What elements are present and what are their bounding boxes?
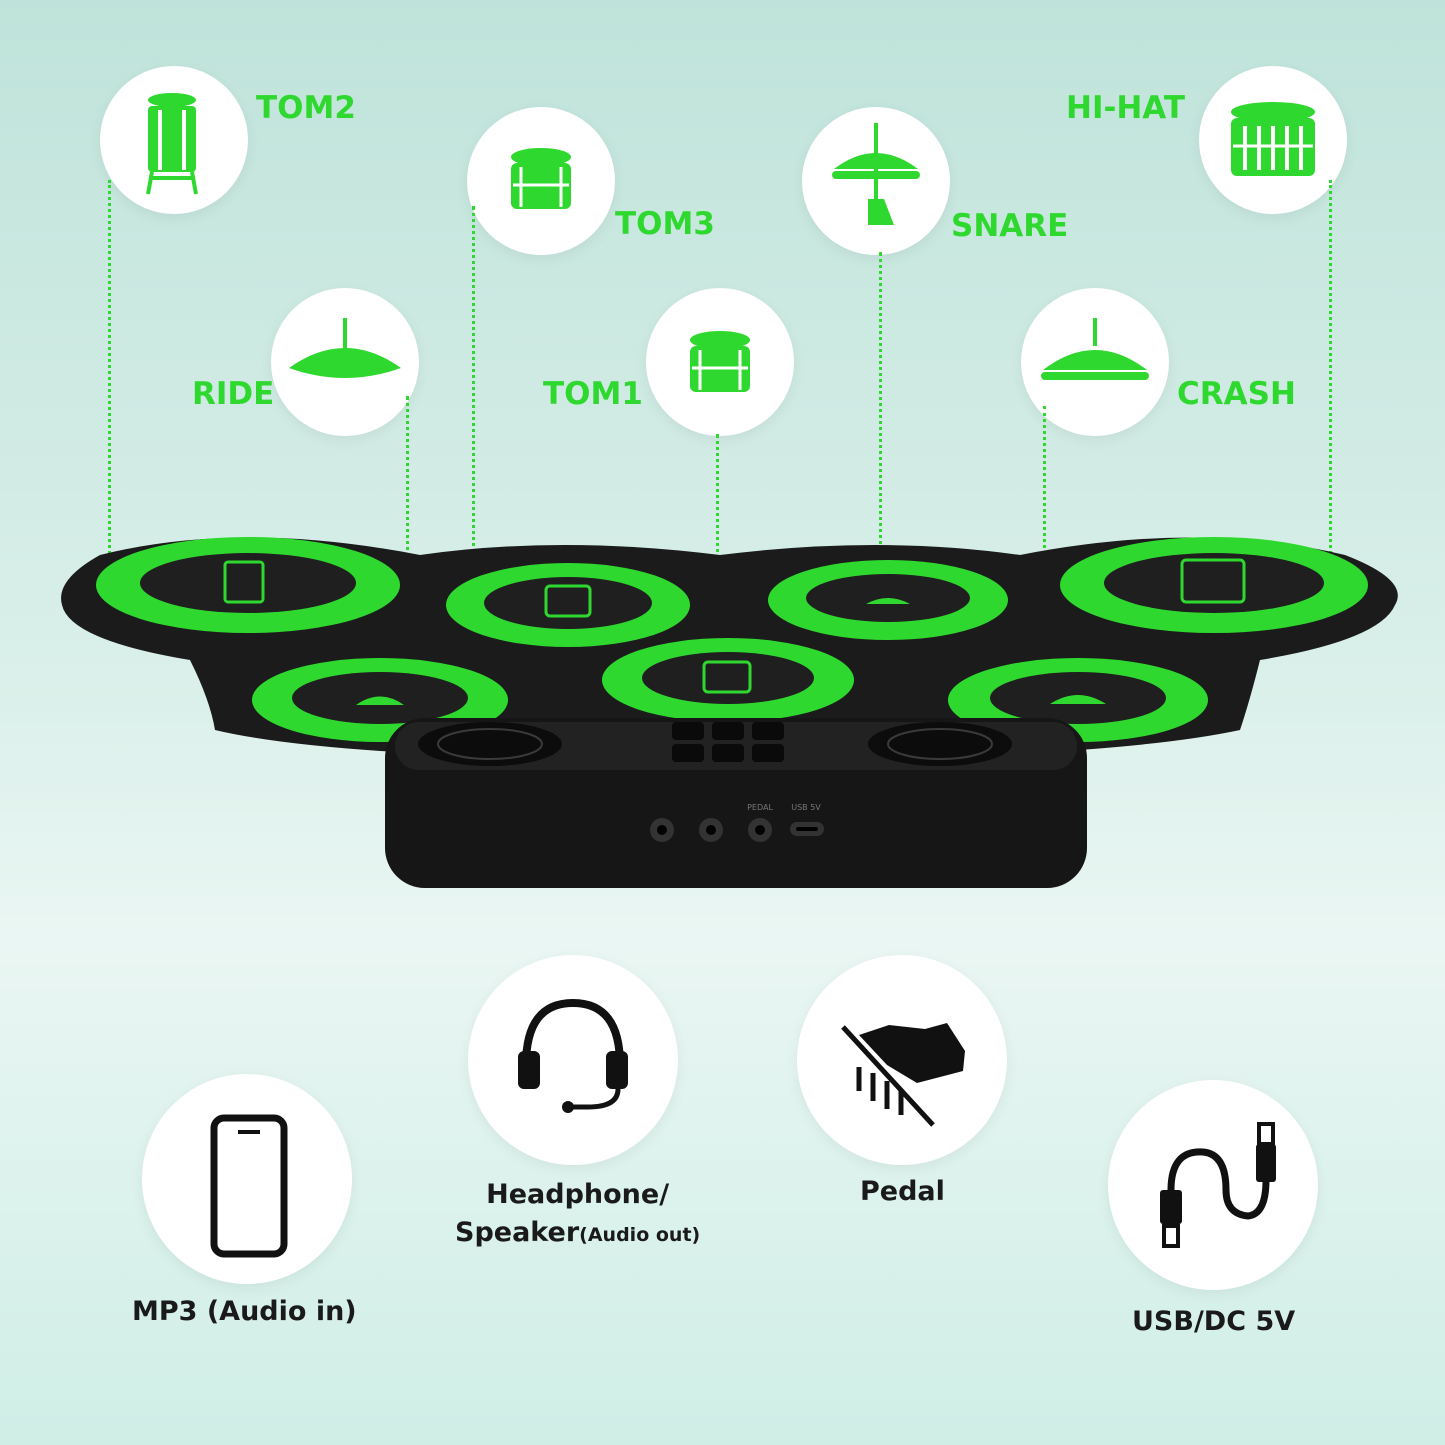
button-rec[interactable]	[752, 722, 784, 740]
hi-hat-pedal-icon	[866, 598, 910, 604]
headphone-label-line2: Speaker	[455, 1217, 580, 1248]
headphone-icon-circle	[468, 955, 678, 1165]
tall-tom-drum-icon	[223, 560, 265, 604]
pad-label-tom3: TOM3	[615, 206, 715, 242]
pad-label-tom1: TOM1	[543, 376, 643, 412]
button-vol-up[interactable]	[712, 744, 744, 762]
button-demo[interactable]	[752, 744, 784, 762]
pad-snare[interactable]	[768, 560, 1008, 640]
tom-drum-icon	[511, 148, 571, 209]
connector-ride	[406, 396, 409, 660]
headphone-label-small: (Audio out)	[579, 1224, 701, 1246]
tom1-icon-circle	[646, 288, 794, 436]
pedal-shoe-icon	[841, 1023, 965, 1127]
mp3-icon-circle	[142, 1074, 352, 1284]
snare-drum-icon	[1180, 558, 1246, 604]
usb-cable-icon	[1160, 1122, 1276, 1248]
tall-tom-drum-icon	[146, 93, 198, 195]
pad-tom1[interactable]	[602, 638, 854, 722]
pad-label-snare: SNARE	[951, 208, 1069, 244]
connector-tom3	[472, 206, 475, 578]
port-label-headphone: Headphone/ Speaker(Audio out)	[455, 1176, 700, 1254]
snare-icon-circle	[802, 107, 950, 255]
pad-label-ride: RIDE	[192, 376, 275, 412]
crash-cymbal-icon	[1050, 695, 1106, 704]
ride-cymbal-icon	[289, 318, 401, 378]
tom-drum-icon	[702, 660, 752, 694]
control-module: PEDAL USB 5V	[385, 718, 1087, 888]
button-play[interactable]	[712, 722, 744, 740]
crash-icon-circle	[1021, 288, 1169, 436]
smartphone-icon	[210, 1114, 288, 1258]
headset-icon	[518, 998, 628, 1113]
pad-label-hi-hat: HI-HAT	[1066, 90, 1186, 126]
pedal-icon-circle	[797, 955, 1007, 1165]
crash-cymbal-icon	[1041, 318, 1149, 380]
pad-label-tom2: TOM2	[256, 90, 356, 126]
ride-cymbal-icon	[356, 696, 404, 705]
hi-hat-icon-circle	[1199, 66, 1347, 214]
ride-icon-circle	[271, 288, 419, 436]
tom-drum-icon	[544, 584, 592, 618]
connector-snare	[879, 252, 882, 582]
snare-drum-icon	[1231, 102, 1315, 176]
port-label-pedal: PEDAL	[747, 803, 773, 812]
pad-tom3[interactable]	[446, 563, 690, 647]
pad-tom2[interactable]	[96, 537, 400, 633]
pad-label-crash: CRASH	[1177, 376, 1296, 412]
connector-tom2	[108, 180, 111, 565]
pad-hi-hat[interactable]	[1060, 537, 1368, 633]
hi-hat-pedal-icon	[832, 123, 920, 225]
port-label-usb-dc: USB/DC 5V	[1132, 1306, 1296, 1337]
button-vol-down[interactable]	[672, 744, 704, 762]
connector-crash	[1043, 406, 1046, 662]
usb-icon-circle	[1108, 1080, 1318, 1290]
tom2-icon-circle	[100, 66, 248, 214]
tom3-icon-circle	[467, 107, 615, 255]
port-label-mp3: MP3 (Audio in)	[132, 1296, 357, 1327]
tom-drum-icon	[690, 331, 750, 392]
button-style[interactable]	[672, 722, 704, 740]
connector-tom1	[716, 434, 719, 644]
headphone-label-line1: Headphone/	[486, 1179, 670, 1210]
port-label-usb: USB 5V	[791, 803, 821, 812]
connector-hi-hat	[1329, 180, 1332, 565]
port-label-pedal: Pedal	[860, 1176, 945, 1207]
